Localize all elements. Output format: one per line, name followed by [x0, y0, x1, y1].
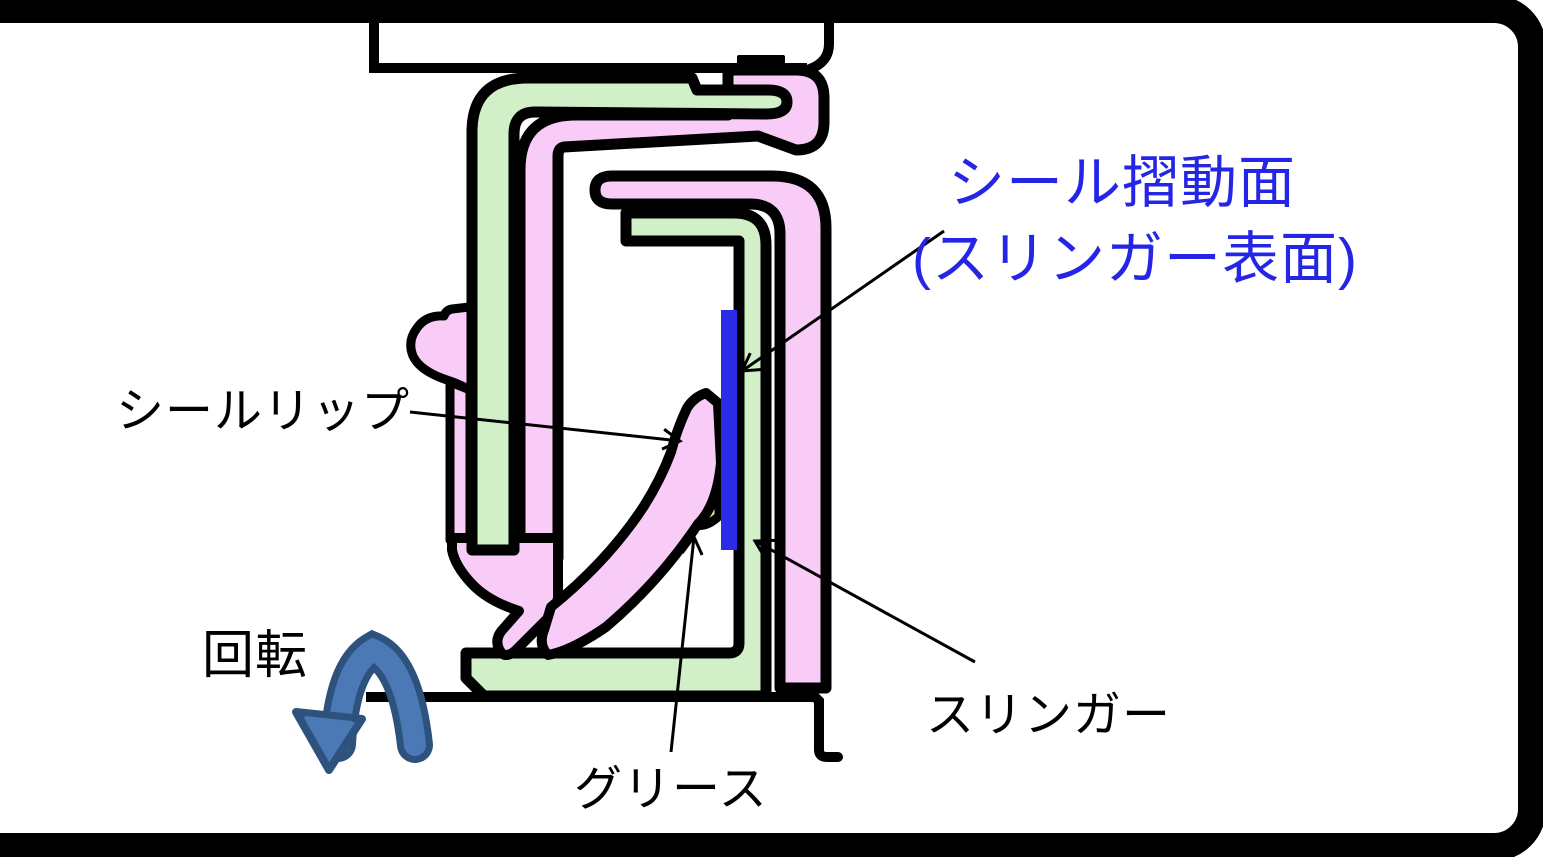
slinger-metal [460, 207, 772, 702]
seal-metal-case [466, 72, 793, 556]
leader-seal-lip [409, 410, 683, 451]
label-slinger: スリンガー [926, 689, 1172, 742]
seal-rubber-body [514, 64, 830, 564]
shaft-outline [366, 689, 843, 762]
rotation-arrow-icon [292, 629, 433, 774]
label-sliding-surface-line2: (スリンガー表面) [912, 227, 1358, 291]
leader-lines [409, 229, 976, 753]
leader-grease [669, 534, 704, 753]
seal-lip-arm [536, 388, 726, 660]
label-rotation: 回転 [202, 627, 309, 685]
slinger-rubber [589, 170, 832, 694]
sliding-surface-line [721, 310, 737, 550]
leader-sliding-surface [739, 229, 945, 373]
label-seal-lip: シールリップ [116, 385, 411, 438]
label-sliding-surface-line1: シール摺動面 [948, 151, 1296, 215]
leader-slinger [752, 538, 976, 664]
label-grease: グリース [574, 763, 768, 816]
housing-press-fit-bump [737, 55, 785, 73]
